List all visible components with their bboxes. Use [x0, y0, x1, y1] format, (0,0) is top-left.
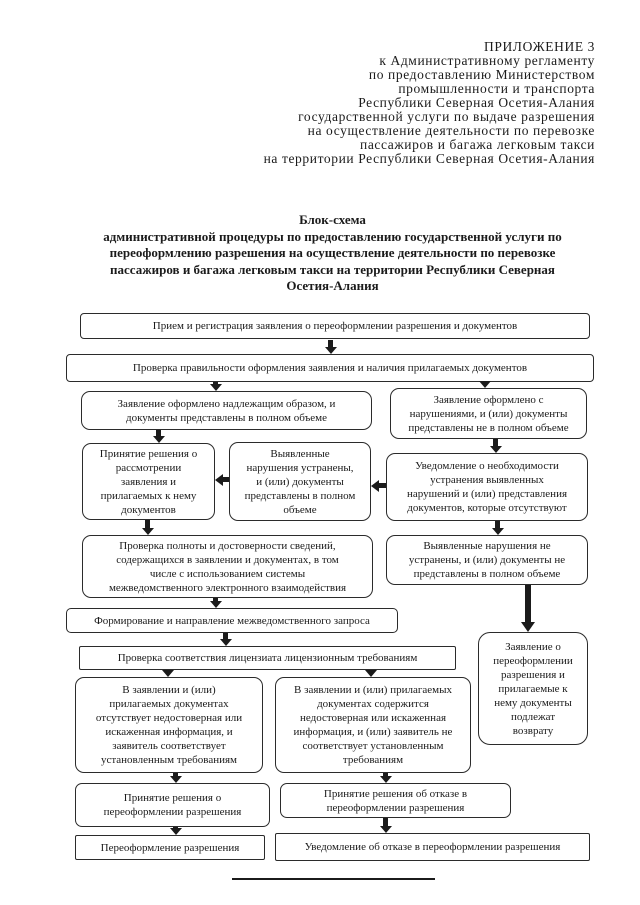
arrow-head: [169, 776, 182, 783]
node-decision-consider: Принятие решения о рассмотрении заявлени…: [82, 443, 215, 520]
arrow-shaft: [223, 477, 229, 482]
arrow-shaft: [173, 773, 178, 776]
arrow-head: [478, 381, 491, 388]
arrow-shaft: [383, 773, 388, 776]
arrow-head: [209, 601, 222, 608]
arrow-completeness-to-request-icon: [209, 598, 222, 608]
arrow-head: [209, 384, 222, 391]
arrow-head: [379, 776, 392, 783]
arrow-request-to-license-icon: [219, 633, 232, 646]
arrow-shaft: [379, 483, 386, 488]
arrow-violations-to-notice-icon: [489, 439, 502, 453]
node-check-completeness: Проверка полноты и достоверности сведени…: [82, 535, 373, 598]
arrow-head: [161, 670, 174, 677]
arrow-head: [215, 473, 223, 486]
arrow-shaft: [156, 430, 161, 436]
arrow-shaft: [173, 827, 178, 828]
arrow-head: [489, 446, 502, 453]
arrow-shaft: [223, 633, 228, 639]
node-violations-application: Заявление оформлено с нарушениями, и (ил…: [390, 388, 587, 439]
arrow-notice-to-fixed-icon: [371, 479, 386, 492]
arrow-reissue-decision-to-reissue-icon: [169, 827, 182, 835]
arrow-head: [379, 826, 392, 833]
arrow-head: [141, 528, 154, 535]
arrow-check-to-proper-icon: [209, 382, 222, 391]
arrow-shaft: [328, 340, 333, 347]
node-reissue: Переоформление разрешения: [75, 835, 265, 860]
node-proper-application: Заявление оформлено надлежащим образом, …: [81, 391, 372, 430]
node-refusal-notice: Уведомление об отказе в переоформлении р…: [275, 833, 590, 861]
footer-divider: [232, 878, 435, 880]
arrow-shaft: [213, 382, 218, 384]
arrow-decision-to-completeness-icon: [141, 520, 154, 535]
arrow-receive-to-check-icon: [324, 340, 337, 354]
arrow-invalid-to-refuse-decision-icon: [379, 773, 392, 783]
arrow-fixed-to-decision-icon: [215, 473, 229, 486]
arrow-proper-to-decision-icon: [152, 430, 165, 443]
arrow-head: [324, 347, 337, 354]
node-decision-reissue: Принятие решения о переоформлении разреш…: [75, 783, 270, 827]
arrow-valid-to-reissue-decision-icon: [169, 773, 182, 783]
arrow-head: [169, 828, 182, 835]
arrow-head: [152, 436, 165, 443]
node-return-application: Заявление о переоформлении разрешения и …: [478, 632, 588, 745]
arrow-shaft: [213, 598, 218, 601]
node-check-formatting: Проверка правильности оформления заявлен…: [66, 354, 594, 382]
arrow-notfixed-to-return-icon: [520, 585, 535, 632]
arrow-head: [520, 622, 535, 632]
node-notice-fix: Уведомление о необходимости устранения в…: [386, 453, 588, 521]
page-title: Блок-схема административной процедуры по…: [103, 212, 562, 293]
arrow-license-to-invalid-icon: [364, 670, 377, 677]
arrow-shaft: [524, 585, 531, 622]
arrow-head: [491, 528, 504, 535]
arrow-check-to-violations-icon: [478, 381, 491, 388]
arrow-head: [371, 479, 379, 492]
arrow-notice-to-notfixed-icon: [491, 521, 504, 535]
arrow-shaft: [145, 520, 150, 528]
node-violations-fixed: Выявленные нарушения устранены, и (или) …: [229, 442, 371, 521]
node-info-invalid: В заявлении и (или) прилагаемых документ…: [275, 677, 471, 773]
arrow-head: [364, 670, 377, 677]
arrow-shaft: [493, 439, 498, 446]
node-violations-not-fixed: Выявленные нарушения не устранены, и (ил…: [386, 535, 588, 585]
appendix-header: ПРИЛОЖЕНИЕ 3 к Административному регламе…: [263, 39, 595, 166]
node-receive-registration: Прием и регистрация заявления о переофор…: [80, 313, 590, 339]
arrow-head: [219, 639, 232, 646]
node-license-check: Проверка соответствия лицензиата лицензи…: [79, 646, 456, 670]
arrow-license-to-valid-icon: [161, 670, 174, 677]
arrow-refuse-decision-to-notice-icon: [379, 818, 392, 833]
node-decision-refuse: Принятие решения об отказе в переоформле…: [280, 783, 511, 818]
node-info-valid: В заявлении и (или) прилагаемых документ…: [75, 677, 263, 773]
node-interagency-request: Формирование и направление межведомствен…: [66, 608, 398, 633]
arrow-shaft: [383, 818, 388, 826]
arrow-shaft: [495, 521, 500, 528]
